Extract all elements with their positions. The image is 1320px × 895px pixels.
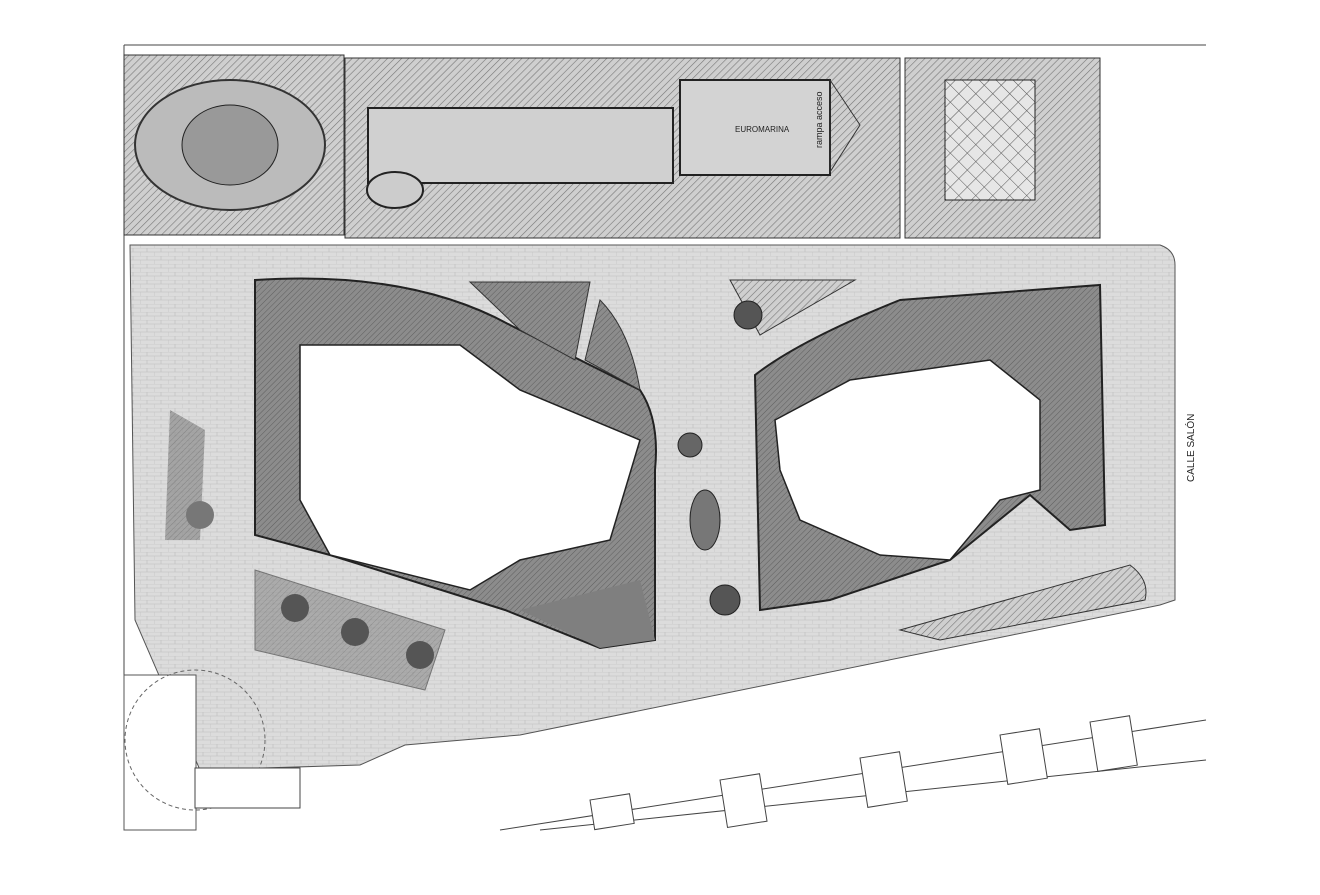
- central-garden: [468, 281, 591, 361]
- ramp-label: rampa acceso: [814, 91, 824, 148]
- neighbouring-plots: [499, 715, 1207, 831]
- left-building: [254, 277, 657, 650]
- planter: [689, 489, 721, 551]
- right-building: [753, 283, 1107, 612]
- pool: [367, 107, 674, 184]
- round-planter: [709, 584, 741, 616]
- lower-right-garden: [898, 564, 1147, 641]
- street-label: CALLE SALÓN: [1184, 414, 1197, 482]
- court: [944, 79, 1036, 201]
- building-name-label: EUROMARINA: [735, 125, 790, 134]
- euromarina-building: [679, 79, 831, 176]
- pool-area: EUROMARINA rampa acceso: [123, 54, 1101, 239]
